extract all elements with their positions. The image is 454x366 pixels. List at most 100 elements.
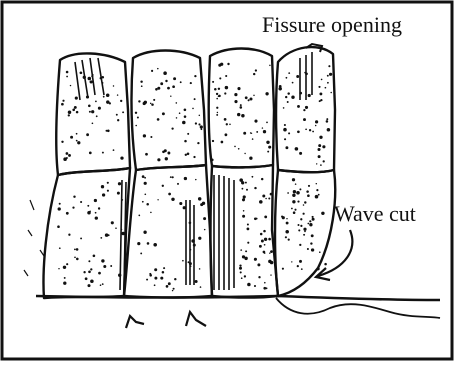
stipple-dot xyxy=(295,183,297,185)
stipple-dot xyxy=(198,197,201,200)
stipple-dot xyxy=(299,260,302,263)
stipple-dot xyxy=(309,220,311,222)
stipple-dot xyxy=(66,152,69,155)
stipple-dot xyxy=(192,108,194,110)
stipple-dot xyxy=(245,96,248,99)
stipple-dot xyxy=(212,81,214,83)
upper-rock-blocks xyxy=(56,47,335,175)
stipple-dot xyxy=(160,277,163,280)
stipple-dot xyxy=(194,98,196,100)
stipple-dot xyxy=(301,268,303,270)
stipple-dot xyxy=(250,132,251,133)
stipple-dot xyxy=(240,249,242,251)
stipple-dot xyxy=(168,193,171,196)
stipple-dot xyxy=(268,197,270,199)
stipple-dot xyxy=(225,133,228,136)
stipple-dot xyxy=(299,188,301,190)
stipple-dot xyxy=(80,201,82,203)
stipple-dot xyxy=(328,65,330,67)
stipple-dot xyxy=(259,200,263,204)
stipple-dot xyxy=(247,283,251,287)
stipple-dot xyxy=(110,265,112,267)
stipple-dot xyxy=(113,85,114,86)
stipple-dot xyxy=(163,71,167,75)
stipple-dot xyxy=(199,115,200,116)
stipple-dot xyxy=(184,140,187,143)
stipple-dot xyxy=(144,182,147,185)
stipple-dot xyxy=(291,95,294,98)
stipple-dot xyxy=(162,112,165,115)
stipple-dot xyxy=(200,203,203,206)
stipple-dot xyxy=(101,185,104,188)
stipple-dot xyxy=(98,107,101,110)
stipple-dot xyxy=(319,251,321,253)
stipple-dot xyxy=(245,250,247,252)
stipple-dot xyxy=(95,101,97,103)
stipple-dot xyxy=(327,128,331,132)
stipple-dot xyxy=(170,95,171,96)
stipple-dot xyxy=(307,248,309,250)
stipple-dot xyxy=(117,119,119,121)
stipple-dot xyxy=(194,75,196,77)
stipple-dot xyxy=(76,111,79,114)
stipple-dot xyxy=(185,154,187,156)
stipple-dot xyxy=(229,124,231,126)
stipple-dot xyxy=(269,65,270,66)
stipple-dot xyxy=(316,163,317,164)
stipple-dot xyxy=(326,118,328,120)
stipple-dot xyxy=(264,282,266,284)
stipple-dot xyxy=(287,92,289,94)
stipple-dot xyxy=(166,285,169,288)
stipple-dot xyxy=(171,127,173,129)
stipple-dot xyxy=(265,92,268,95)
stipple-dot xyxy=(295,147,299,151)
stipple-dot xyxy=(218,64,221,67)
stipple-dot xyxy=(117,94,118,95)
stipple-dot xyxy=(184,115,187,118)
stipple-dot xyxy=(184,177,187,180)
stipple-dot xyxy=(170,176,172,178)
stipple-dot xyxy=(266,122,268,124)
stipple-dot xyxy=(143,134,146,137)
stipple-dot xyxy=(70,85,71,86)
stipple-dot xyxy=(242,198,245,201)
stipple-dot xyxy=(258,276,260,278)
stipple-dot xyxy=(200,286,202,288)
stipple-dot xyxy=(297,105,300,108)
stipple-dot xyxy=(264,244,266,246)
stipple-dot xyxy=(287,101,289,103)
stipple-dot xyxy=(283,128,287,132)
stipple-dot xyxy=(197,142,199,144)
stipple-dot xyxy=(270,274,271,275)
stipple-dot xyxy=(287,192,289,194)
stipple-dot xyxy=(234,100,237,103)
stipple-dot xyxy=(305,128,307,130)
stipple-dot xyxy=(68,110,72,114)
stipple-dot xyxy=(216,114,218,116)
stipple-dot xyxy=(318,194,320,196)
stipple-dot xyxy=(153,99,155,101)
stipple-dot xyxy=(74,249,76,251)
stipple-dot xyxy=(304,231,306,233)
stipple-dot xyxy=(307,194,310,197)
stipple-dot xyxy=(62,100,64,102)
stipple-dot xyxy=(68,114,70,116)
wave-cut-label: Wave cut xyxy=(334,203,416,225)
stipple-dot xyxy=(111,221,114,224)
stipple-dot xyxy=(58,207,61,210)
stipple-dot xyxy=(241,181,244,184)
stipple-dot xyxy=(319,136,322,139)
stipple-dot xyxy=(83,271,85,273)
stipple-dot xyxy=(101,259,104,262)
stipple-dot xyxy=(303,234,305,236)
stipple-dot xyxy=(246,189,248,191)
stipple-dot xyxy=(263,230,266,233)
stipple-dot xyxy=(294,209,296,211)
stipple-dot xyxy=(150,103,151,104)
stipple-dot xyxy=(88,270,91,273)
stipple-dot xyxy=(285,230,289,234)
stipple-dot xyxy=(176,102,178,104)
stipple-dot xyxy=(100,284,102,286)
stipple-dot xyxy=(305,106,308,109)
